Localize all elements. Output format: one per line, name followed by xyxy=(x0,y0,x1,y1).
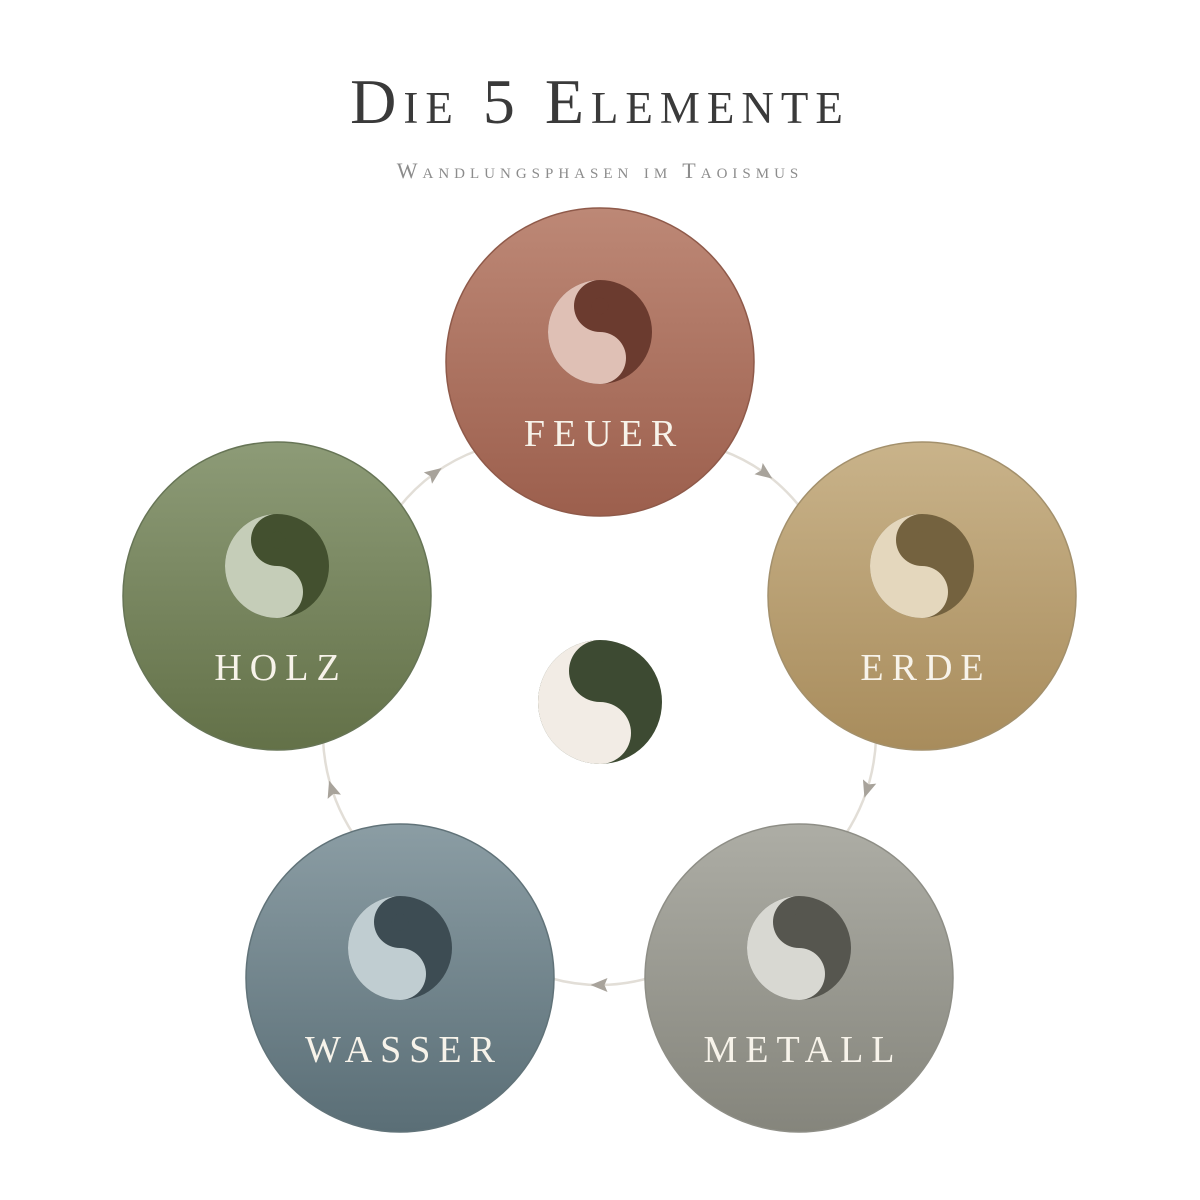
center-yin-yang xyxy=(538,640,662,764)
element-feuer: FEUER xyxy=(445,207,755,517)
yin-yang-icon xyxy=(548,280,652,384)
cycle-connector-line xyxy=(321,738,356,836)
element-label-holz: HOLZ xyxy=(214,647,347,689)
yin-yang-icon xyxy=(538,640,662,764)
page-subtitle: Wandlungsphasen im Taoismus xyxy=(396,158,804,183)
element-metall: METALL xyxy=(644,823,954,1133)
yin-yang-icon xyxy=(870,514,974,618)
yin-yang-icon xyxy=(747,896,851,1000)
element-label-metall: METALL xyxy=(703,1029,902,1071)
cycle-connector-line xyxy=(397,448,479,509)
cycle-connectors xyxy=(321,448,878,992)
yin-yang-icon xyxy=(225,514,329,618)
cycle-arrow-icon xyxy=(327,780,341,799)
yin-yang-icon xyxy=(348,896,452,1000)
page-title: Die 5 Elemente xyxy=(350,66,850,137)
element-circles: FEUER ERDE METALL WASSER HOLZ xyxy=(122,207,1077,1133)
element-erde: ERDE xyxy=(767,441,1077,751)
cycle-arrow-icon xyxy=(754,462,773,479)
cycle-arrow-icon xyxy=(590,978,608,992)
cycle-arrow-icon xyxy=(423,468,442,484)
cycle-arrow-icon xyxy=(862,779,877,798)
element-label-wasser: WASSER xyxy=(305,1029,503,1071)
cycle-connector-line xyxy=(720,449,802,509)
element-wasser: WASSER xyxy=(245,823,555,1133)
element-label-feuer: FEUER xyxy=(524,413,684,455)
element-holz: HOLZ xyxy=(122,441,432,751)
element-label-erde: ERDE xyxy=(860,647,991,689)
